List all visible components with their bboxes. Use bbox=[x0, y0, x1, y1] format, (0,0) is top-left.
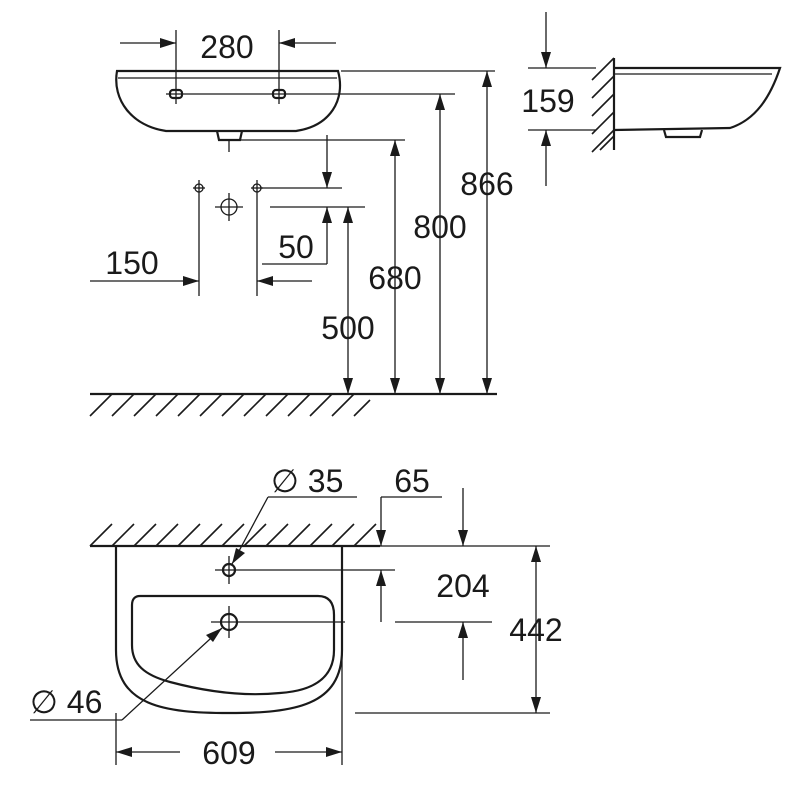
dim-basin-width: 609 bbox=[202, 735, 255, 771]
side-waste-outlet bbox=[662, 129, 704, 139]
waste-hole bbox=[211, 606, 345, 638]
dim-waste-dia: ∅ 46 bbox=[30, 684, 102, 720]
front-view: 280 150 50 bbox=[89, 29, 514, 417]
tap-hole bbox=[215, 556, 395, 584]
dim-tap-hole-offset: 65 bbox=[394, 463, 430, 499]
wall-line bbox=[89, 523, 380, 548]
bowl-plan-outline bbox=[130, 594, 336, 696]
dim-supply-spacing: 150 bbox=[105, 245, 158, 281]
dim-hole-spacing: 280 bbox=[200, 29, 253, 65]
dim-waste-depth: 204 bbox=[436, 568, 489, 604]
top-view: ∅ 35 65 204 442 ∅ 46 609 bbox=[30, 463, 563, 771]
basin-front-outline bbox=[115, 69, 342, 133]
dim-supply-height: 680 bbox=[368, 260, 421, 296]
dim-total-height: 866 bbox=[460, 166, 513, 202]
waste-outlet bbox=[215, 130, 244, 142]
dim-tap-hole-dia: ∅ 35 bbox=[271, 463, 343, 499]
dim-supply-offset: 50 bbox=[278, 229, 314, 265]
basin-side-outline bbox=[613, 66, 782, 132]
dim-basin-depth: 442 bbox=[509, 612, 562, 648]
dim-wall-depth: 159 bbox=[521, 83, 574, 119]
floor-line bbox=[89, 392, 497, 417]
dim-waste-height: 500 bbox=[321, 310, 374, 346]
supply-point-right bbox=[251, 180, 263, 296]
supply-point-left bbox=[193, 180, 205, 296]
dim-rim-height: 800 bbox=[413, 209, 466, 245]
waste-point bbox=[215, 193, 243, 221]
side-view: 159 bbox=[521, 12, 782, 186]
basin-plan-outline bbox=[114, 546, 344, 715]
